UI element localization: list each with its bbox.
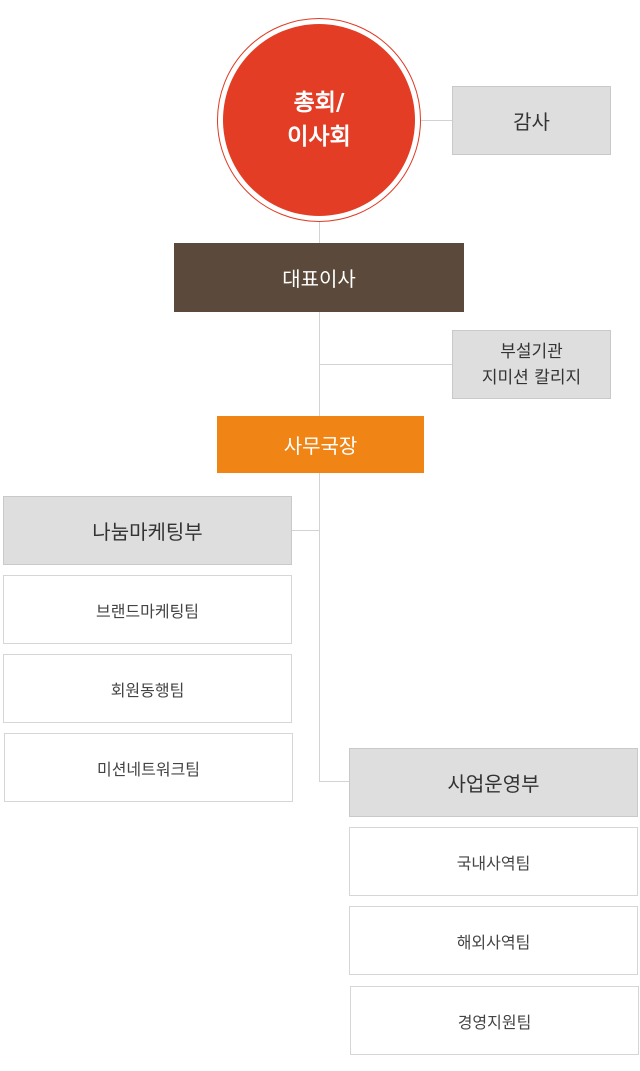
affiliate-label-line2: 지미션 칼리지 (481, 367, 582, 388)
affiliate-label-line1: 부설기관 (500, 341, 563, 362)
general-assembly-label-line2: 이사회 (287, 124, 351, 150)
team-box: 국내사역팀 (349, 827, 638, 896)
secretary-general-box: 사무국장 (217, 416, 424, 473)
team-label: 경영지원팀 (457, 1012, 532, 1032)
department-label: 사업운영부 (447, 772, 540, 796)
department-label: 나눔마케팅부 (92, 520, 203, 544)
connector-affiliate (319, 364, 453, 365)
connector-operations-dept (319, 781, 350, 782)
department-box-marketing: 나눔마케팅부 (3, 496, 292, 565)
team-box: 미션네트워크팀 (4, 733, 293, 802)
general-assembly-node: 총회/ 이사회 (217, 18, 421, 222)
team-label: 미션네트워크팀 (96, 759, 201, 779)
connector-main-vertical (319, 222, 320, 782)
team-label: 브랜드마케팅팀 (95, 601, 200, 621)
ceo-label: 대표이사 (282, 267, 356, 291)
general-assembly-label-line1: 총회/ (293, 90, 345, 116)
team-label: 국내사역팀 (456, 853, 531, 873)
ceo-box: 대표이사 (174, 243, 464, 312)
auditor-label: 감사 (513, 110, 550, 134)
team-box: 브랜드마케팅팀 (3, 575, 292, 644)
connector-auditor (421, 120, 453, 121)
auditor-box: 감사 (452, 86, 611, 155)
affiliate-box: 부설기관 지미션 칼리지 (452, 330, 611, 399)
team-label: 해외사역팀 (456, 932, 531, 952)
team-label: 회원동행팀 (110, 680, 185, 700)
secretary-general-label: 사무국장 (283, 434, 358, 458)
department-box-operations: 사업운영부 (349, 748, 638, 817)
connector-marketing-dept (291, 530, 320, 531)
team-box: 해외사역팀 (349, 906, 638, 975)
general-assembly-circle: 총회/ 이사회 (223, 24, 415, 216)
team-box: 경영지원팀 (350, 986, 639, 1055)
team-box: 회원동행팀 (3, 654, 292, 723)
